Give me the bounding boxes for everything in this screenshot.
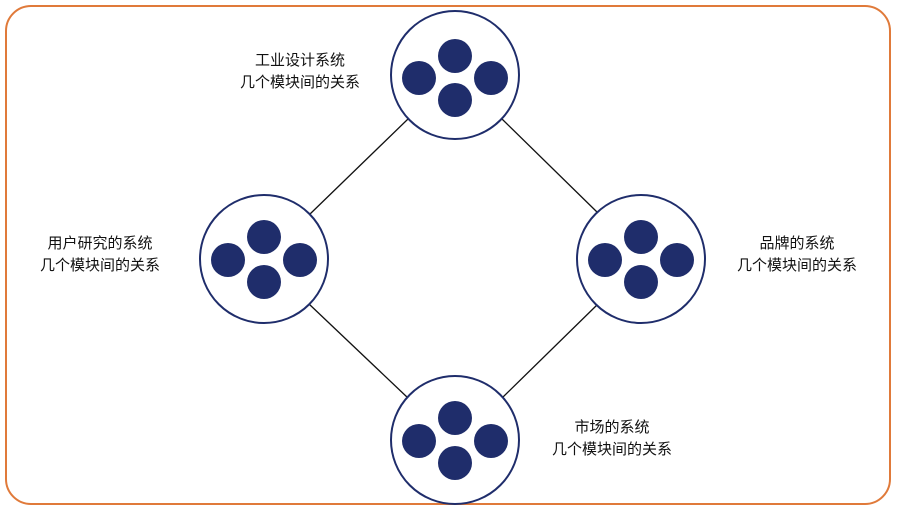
module-dot [474, 61, 508, 95]
node-top [390, 10, 520, 140]
module-dot [438, 446, 472, 480]
module-dot [438, 401, 472, 435]
module-dot [624, 220, 658, 254]
module-dot [474, 424, 508, 458]
node-left-title: 用户研究的系统 [47, 234, 153, 252]
node-right-title: 品牌的系统 [759, 234, 835, 252]
module-dot [283, 243, 317, 277]
node-right-subtitle: 几个模块间的关系 [736, 256, 857, 274]
node-right-circle [576, 194, 706, 324]
node-top-circle [390, 10, 520, 140]
node-right [576, 194, 706, 324]
module-dot [624, 265, 658, 299]
edge-top-left [308, 118, 409, 216]
module-dot [438, 83, 472, 117]
node-top-title: 工业设计系统 [254, 51, 345, 69]
node-bottom-subtitle: 几个模块间的关系 [551, 440, 672, 458]
node-bottom-label: 市场的系统 几个模块间的关系 [512, 416, 712, 460]
node-left-label: 用户研究的系统 几个模块间的关系 [0, 232, 200, 276]
module-dot [402, 61, 436, 95]
edge-top-right [501, 118, 599, 214]
node-left-circle [199, 194, 329, 324]
module-dot [588, 243, 622, 277]
module-dot [247, 220, 281, 254]
node-top-subtitle: 几个模块间的关系 [239, 73, 360, 91]
module-dot [247, 265, 281, 299]
module-dot [660, 243, 694, 277]
node-left [199, 194, 329, 324]
node-left-subtitle: 几个模块间的关系 [39, 256, 160, 274]
node-top-label: 工业设计系统 几个模块间的关系 [200, 49, 400, 93]
edge-right-bottom [501, 303, 599, 399]
node-bottom-circle [390, 375, 520, 505]
module-dot [211, 243, 245, 277]
node-right-label: 品牌的系统 几个模块间的关系 [697, 232, 897, 276]
module-dot [402, 424, 436, 458]
edge-left-bottom [308, 303, 409, 399]
node-bottom-title: 市场的系统 [574, 418, 650, 436]
module-dot [438, 39, 472, 73]
node-bottom [390, 375, 520, 505]
